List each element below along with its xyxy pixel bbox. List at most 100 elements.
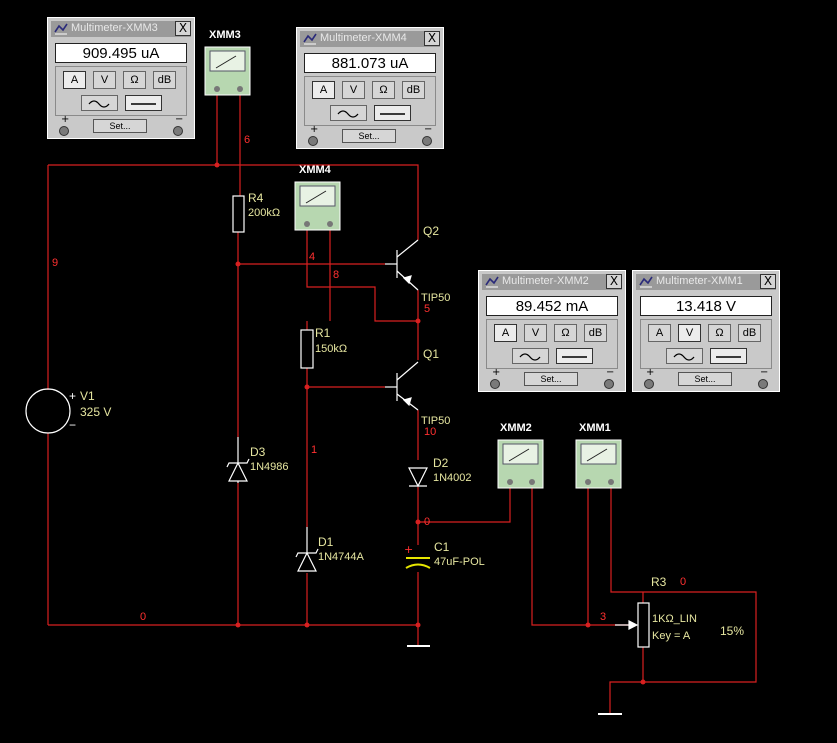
set-button[interactable]: Set...: [678, 372, 732, 386]
r3-percent: 15%: [720, 624, 745, 638]
dc-line-icon: [380, 113, 405, 115]
minus-terminal[interactable]: [173, 126, 183, 136]
wire-xmm4-plus: [306, 230, 418, 322]
db-button[interactable]: dB: [402, 81, 425, 99]
meter-title: Multimeter-XMM4: [320, 32, 407, 44]
ac-button[interactable]: [330, 105, 367, 121]
ac-button[interactable]: [666, 348, 703, 364]
d2-ref: D2: [433, 456, 449, 470]
close-button[interactable]: X: [175, 21, 191, 36]
minus-terminal[interactable]: [422, 136, 432, 146]
minus-terminal[interactable]: [604, 379, 614, 389]
volts-button[interactable]: V: [93, 71, 116, 89]
amps-button[interactable]: A: [648, 324, 671, 342]
meter-controls-group: [640, 319, 772, 369]
r4-resistor[interactable]: [232, 195, 245, 233]
meter-reading: 89.452 mA: [486, 296, 618, 316]
multisim-logo-icon: [303, 33, 317, 45]
multisim-logo-icon: [485, 276, 499, 288]
net-label-2: 3: [600, 611, 607, 623]
meter-controls-group: [304, 76, 436, 126]
multimeter-window-xmm4[interactable]: Multimeter-XMM4 X 881.073 uA A V Ω dB Se…: [296, 27, 444, 149]
meter-title: Multimeter-XMM1: [656, 275, 743, 287]
dc-button[interactable]: [556, 348, 593, 364]
q2-ref: Q2: [423, 224, 440, 238]
dc-button[interactable]: [125, 95, 162, 111]
q2-transistor[interactable]: [385, 239, 419, 291]
d3-zener[interactable]: [226, 437, 250, 483]
wire-xmm2-plus: [418, 488, 511, 523]
xmm3-icon[interactable]: [204, 46, 251, 96]
net-label-6: 8: [333, 269, 340, 281]
volts-button[interactable]: V: [678, 324, 701, 342]
v1-ref: V1: [80, 389, 95, 403]
close-button[interactable]: X: [424, 31, 440, 46]
v1-source[interactable]: [25, 388, 71, 434]
close-button[interactable]: X: [606, 274, 622, 289]
meter-title-bar[interactable]: Multimeter-XMM2 X: [482, 274, 622, 290]
dc-button[interactable]: [710, 348, 747, 364]
multimeter-window-xmm1[interactable]: Multimeter-XMM1 X 13.418 V A V Ω dB Set.…: [632, 270, 780, 392]
db-button[interactable]: dB: [738, 324, 761, 342]
meter-reading: 881.073 uA: [304, 53, 436, 73]
d1-zener[interactable]: [295, 527, 319, 572]
plus-terminal-sign: +: [310, 124, 319, 135]
ohms-button[interactable]: Ω: [554, 324, 577, 342]
q1-transistor[interactable]: [385, 361, 419, 411]
set-button[interactable]: Set...: [342, 129, 396, 143]
volts-button[interactable]: V: [524, 324, 547, 342]
volts-button[interactable]: V: [342, 81, 365, 99]
net-label-3: 5: [424, 303, 431, 315]
db-button[interactable]: dB: [153, 71, 176, 89]
xmm4-icon[interactable]: [294, 181, 341, 231]
xmm2-icon[interactable]: [497, 439, 544, 489]
amps-button[interactable]: A: [63, 71, 86, 89]
net-label-10: 0: [424, 516, 431, 528]
junctions: [214, 162, 646, 685]
wires: [47, 94, 757, 713]
meter-title-bar[interactable]: Multimeter-XMM3 X: [51, 21, 191, 37]
minus-terminal-sign: −: [760, 367, 769, 378]
ac-wave-icon: [337, 110, 359, 118]
close-button[interactable]: X: [760, 274, 776, 289]
net-label-5: 6: [244, 134, 251, 146]
multimeter-window-xmm2[interactable]: Multimeter-XMM2 X 89.452 mA A V Ω dB Set…: [478, 270, 626, 392]
q1-ref: Q1: [423, 347, 440, 361]
dc-button[interactable]: [374, 105, 411, 121]
ac-button[interactable]: [512, 348, 549, 364]
r3-value: 1KΩ_LIN: [652, 613, 697, 625]
ohms-button[interactable]: Ω: [708, 324, 731, 342]
plus-terminal[interactable]: [644, 379, 654, 389]
r4-ref: R4: [248, 191, 264, 205]
ac-button[interactable]: [81, 95, 118, 111]
dc-line-icon: [562, 356, 587, 358]
db-button[interactable]: dB: [584, 324, 607, 342]
ac-wave-icon: [519, 353, 541, 361]
xmm1-icon[interactable]: [575, 439, 622, 489]
d1-ref: D1: [318, 535, 334, 549]
minus-terminal[interactable]: [758, 379, 768, 389]
set-button[interactable]: Set...: [93, 119, 147, 133]
q2-value: TIP50: [421, 292, 451, 304]
meter-title-bar[interactable]: Multimeter-XMM1 X: [636, 274, 776, 290]
d3-ref: D3: [250, 445, 266, 459]
plus-terminal-sign: +: [61, 114, 70, 125]
ohms-button[interactable]: Ω: [372, 81, 395, 99]
multimeter-window-xmm3[interactable]: Multimeter-XMM3 X 909.495 uA A V Ω dB Se…: [47, 17, 195, 139]
v1-plus-sign: +: [69, 389, 77, 403]
plus-terminal[interactable]: [490, 379, 500, 389]
wire-top-rail: [48, 164, 419, 240]
amps-button[interactable]: A: [494, 324, 517, 342]
net-label-9: 9: [52, 257, 59, 269]
amps-button[interactable]: A: [312, 81, 335, 99]
plus-terminal[interactable]: [308, 136, 318, 146]
ohms-button[interactable]: Ω: [123, 71, 146, 89]
r3-potentiometer[interactable]: [615, 602, 650, 648]
c1-capacitor[interactable]: [405, 557, 431, 569]
meter-title-bar[interactable]: Multimeter-XMM4 X: [300, 31, 440, 47]
set-button[interactable]: Set...: [524, 372, 578, 386]
r1-resistor[interactable]: [300, 329, 314, 369]
meter-title: Multimeter-XMM3: [71, 22, 158, 34]
d2-diode[interactable]: [408, 467, 428, 488]
plus-terminal[interactable]: [59, 126, 69, 136]
